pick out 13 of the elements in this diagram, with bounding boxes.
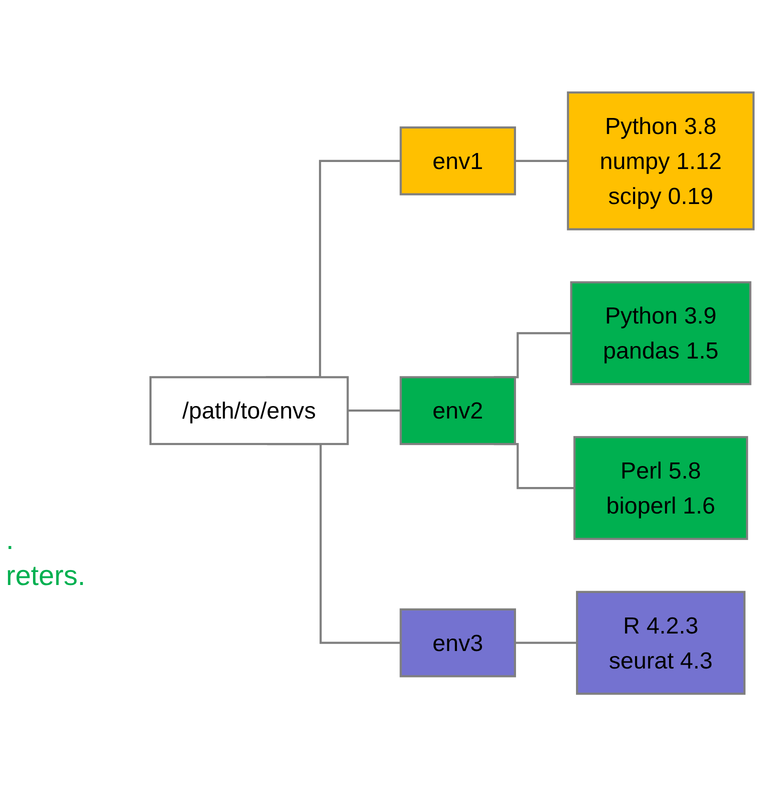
connector	[514, 642, 578, 644]
note-text: reters.	[6, 560, 86, 592]
node-box: /path/to/envs	[149, 376, 349, 445]
node-box: env3	[400, 608, 516, 678]
node-box: env2	[400, 376, 516, 445]
node-box: Python 3.8 numpy 1.12 scipy 0.19	[566, 91, 755, 230]
node-box: R 4.2.3 seurat 4.3	[576, 590, 746, 695]
node-box: Python 3.9 pandas 1.5	[570, 281, 752, 386]
connector	[514, 160, 568, 162]
node-box: Perl 5.8 bioperl 1.6	[573, 436, 748, 540]
connector	[348, 409, 401, 412]
node-box: env1	[400, 126, 516, 196]
note-text: .	[6, 524, 15, 556]
